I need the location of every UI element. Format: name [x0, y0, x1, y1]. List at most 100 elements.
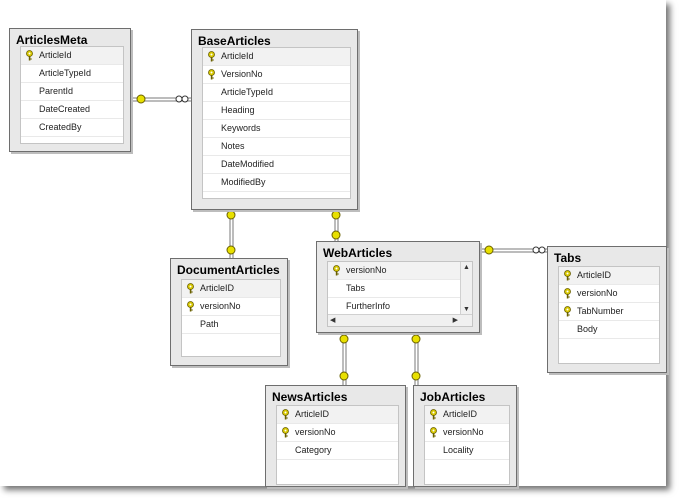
column-name: ArticleID — [577, 270, 612, 280]
column-row[interactable]: ParentId — [21, 83, 123, 101]
table-title: ArticlesMeta — [16, 33, 88, 47]
column-row[interactable]: versionNo — [328, 262, 472, 280]
column-row[interactable]: Locality — [425, 442, 509, 460]
primary-key-icon — [187, 283, 194, 294]
column-row[interactable]: versionNo — [182, 298, 280, 316]
table-title: DocumentArticles — [177, 263, 280, 277]
column-row[interactable]: ArticleTypeId — [21, 65, 123, 83]
column-name: ArticleId — [39, 50, 72, 60]
key-endpoint-icon — [484, 245, 494, 255]
primary-key-icon — [564, 288, 571, 299]
key-endpoint-icon — [226, 210, 236, 220]
column-row[interactable]: Category — [277, 442, 398, 460]
column-row[interactable]: ArticleID — [277, 406, 398, 424]
column-row[interactable]: Notes — [203, 138, 350, 156]
key-endpoint-icon — [136, 94, 146, 104]
column-name: DateCreated — [39, 104, 91, 114]
column-name: versionNo — [577, 288, 618, 298]
column-name: ParentId — [39, 86, 74, 96]
column-name: Heading — [221, 105, 255, 115]
column-name: ArticleID — [200, 283, 235, 293]
key-endpoint-icon — [226, 245, 236, 255]
column-name: ArticleId — [221, 51, 254, 61]
vertical-scrollbar[interactable]: ▲ ▼ — [460, 262, 472, 326]
column-name: versionNo — [200, 301, 241, 311]
column-name: ModifiedBy — [221, 177, 266, 187]
primary-key-icon — [333, 265, 340, 276]
column-row[interactable]: ArticleId — [21, 47, 123, 65]
relationship-basearticles-webarticles — [331, 209, 341, 241]
column-row[interactable]: VersionNo — [203, 66, 350, 84]
key-endpoint-icon — [411, 371, 421, 381]
table-title: JobArticles — [420, 390, 486, 404]
primary-key-icon — [282, 409, 289, 420]
column-row[interactable]: ArticleID — [182, 280, 280, 298]
infinity-endpoint-icon — [175, 95, 189, 103]
relationship-webarticles-newsarticles — [339, 332, 349, 385]
relationship-lines — [130, 94, 548, 385]
column-row[interactable]: ArticleId — [203, 48, 350, 66]
column-name: VersionNo — [221, 69, 263, 79]
scroll-left-arrow-icon[interactable]: ◀ — [330, 317, 336, 324]
column-name: Keywords — [221, 123, 261, 133]
column-row[interactable]: CreatedBy — [21, 119, 123, 137]
scroll-down-arrow-icon[interactable]: ▼ — [463, 306, 470, 313]
scroll-up-arrow-icon[interactable]: ▲ — [463, 264, 470, 271]
column-name: Notes — [221, 141, 245, 151]
column-row[interactable]: Keywords — [203, 120, 350, 138]
relationship-basearticles-documentarticles — [226, 209, 236, 258]
column-row[interactable]: ArticleID — [559, 267, 659, 285]
column-row[interactable]: DateCreated — [21, 101, 123, 119]
column-row[interactable]: ArticleID — [425, 406, 509, 424]
column-row[interactable]: versionNo — [277, 424, 398, 442]
key-endpoint-icon — [331, 230, 341, 240]
column-row[interactable]: DateModified — [203, 156, 350, 174]
column-row[interactable]: versionNo — [559, 285, 659, 303]
primary-key-icon — [282, 427, 289, 438]
column-name: Body — [577, 324, 598, 334]
column-name: ArticleTypeId — [39, 68, 92, 78]
column-name: Locality — [443, 445, 474, 455]
column-row[interactable]: Body — [559, 321, 659, 339]
column-row[interactable]: versionNo — [425, 424, 509, 442]
horizontal-scrollbar[interactable]: ◀ ▶ — [328, 314, 472, 326]
column-name: Category — [295, 445, 332, 455]
column-row[interactable]: ModifiedBy — [203, 174, 350, 192]
column-row[interactable]: ArticleTypeId — [203, 84, 350, 102]
relationship-webarticles-tabs — [479, 245, 548, 255]
column-name: versionNo — [346, 265, 387, 275]
relationship-webarticles-jobarticles — [411, 332, 421, 385]
column-name: Tabs — [346, 283, 366, 293]
primary-key-icon — [430, 427, 437, 438]
column-name: DateModified — [221, 159, 275, 169]
column-name: TabNumber — [577, 306, 624, 316]
column-name: ArticleID — [295, 409, 330, 419]
key-endpoint-icon — [411, 334, 421, 344]
key-endpoint-icon — [339, 371, 349, 381]
column-row[interactable]: Path — [182, 316, 280, 334]
key-endpoint-icon — [339, 334, 349, 344]
column-name: versionNo — [443, 427, 484, 437]
column-row[interactable]: TabNumber — [559, 303, 659, 321]
column-name: CreatedBy — [39, 122, 82, 132]
column-row[interactable]: Tabs — [328, 280, 472, 298]
primary-key-icon — [564, 306, 571, 317]
column-row[interactable]: Heading — [203, 102, 350, 120]
table-title: NewsArticles — [272, 390, 348, 404]
column-name: Path — [200, 319, 219, 329]
table-title: Tabs — [554, 251, 582, 265]
primary-key-icon — [430, 409, 437, 420]
column-name: ArticleTypeId — [221, 87, 274, 97]
scroll-right-arrow-icon[interactable]: ▶ — [452, 317, 458, 324]
key-endpoint-icon — [331, 210, 341, 220]
